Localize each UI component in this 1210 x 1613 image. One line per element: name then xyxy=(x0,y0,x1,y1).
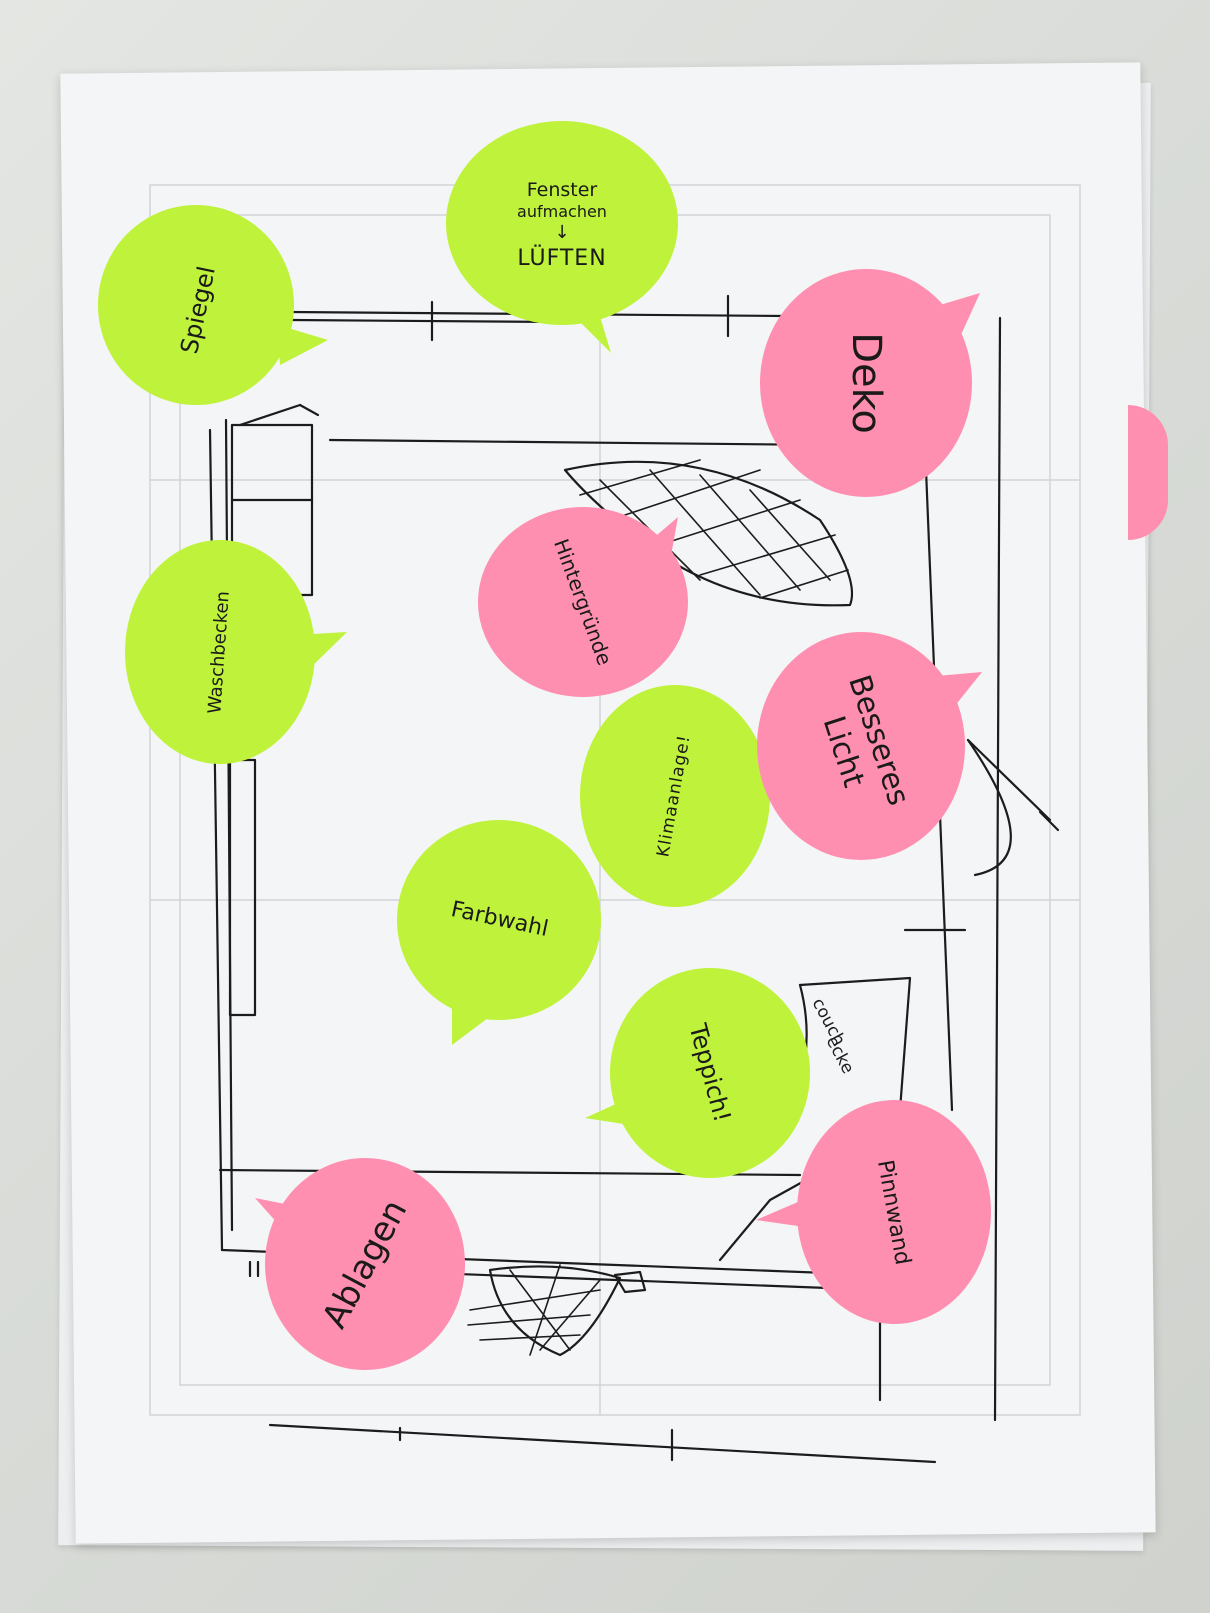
note-line-2: aufmachen xyxy=(517,202,607,222)
speech-bubble-icon xyxy=(255,1158,465,1370)
note-label: Fenster aufmachen ↓ LÜFTEN xyxy=(446,123,678,328)
note-fenster-aufmachen[interactable]: Fenster aufmachen ↓ LÜFTEN xyxy=(446,121,678,353)
note-label: Spiegel xyxy=(175,263,221,357)
wall-right xyxy=(993,316,1002,1422)
note-label: Waschbecken xyxy=(204,590,235,715)
note-hintergruende[interactable]: Hintergründe xyxy=(478,507,688,697)
note-spiegel[interactable]: Spiegel xyxy=(98,205,328,415)
note-pinnwand[interactable]: Pinnwand xyxy=(756,1100,991,1325)
speech-bubble-icon xyxy=(760,269,980,497)
note-farbwahl[interactable]: Farbwahl xyxy=(397,820,602,1045)
note-label: Deko xyxy=(843,332,889,434)
note-label: Pinnwand xyxy=(872,1157,916,1267)
note-deko[interactable]: Deko xyxy=(760,268,980,498)
note-ablagen[interactable]: Ablagen xyxy=(255,1158,465,1370)
speech-bubble-icon xyxy=(757,632,982,860)
speech-bubble-icon xyxy=(98,205,328,405)
speech-bubble-icon xyxy=(125,540,347,764)
note-line-1: Fenster xyxy=(526,178,598,201)
note-partial-right xyxy=(1128,405,1168,540)
speech-bubble-icon xyxy=(478,507,688,697)
note-teppich[interactable]: Teppich! xyxy=(585,968,810,1178)
arrow-down-icon: ↓ xyxy=(554,222,570,244)
speech-bubble-icon xyxy=(585,968,810,1178)
speech-bubble-icon xyxy=(756,1100,991,1324)
couch-ecke-label-2: ecke xyxy=(822,1033,858,1077)
note-besseres-licht[interactable]: Besseres Licht xyxy=(757,632,982,860)
speech-bubble-icon xyxy=(446,121,678,353)
note-line-3: LÜFTEN xyxy=(517,245,607,271)
note-waschbecken[interactable]: Waschbecken xyxy=(125,540,347,765)
speech-bubble-icon xyxy=(397,820,601,1045)
